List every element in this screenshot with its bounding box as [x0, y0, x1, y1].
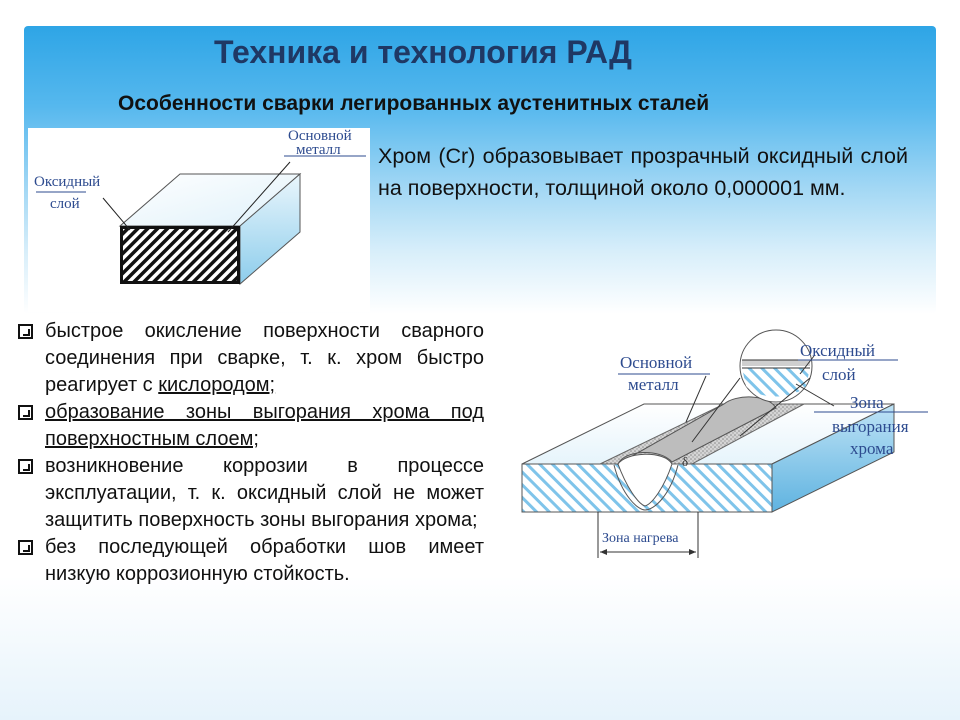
bullet-list: быстрое окисление поверхности сварного с… [16, 318, 484, 588]
weld-seam-diagram: Зона нагрева Основной металл Оксидный сл… [514, 326, 930, 564]
checkbox-bullet-icon [18, 405, 33, 420]
label-base-metal-2: металл [296, 142, 341, 158]
weld-seam-diagram-svg: Зона нагрева Основной металл Оксидный сл… [521, 329, 928, 558]
label-heat-zone: Зона нагрева [602, 531, 679, 546]
checkbox-bullet-icon [18, 324, 33, 339]
label-oxide-2: слой [50, 196, 80, 212]
label-burnout-2: выгорания [832, 417, 909, 436]
weld-penetration [617, 453, 673, 507]
leader-line-oxide [799, 355, 815, 375]
list-item: быстрое окисление поверхности сварного с… [16, 318, 484, 399]
list-item: возникновение коррозии в процессе эксплу… [16, 453, 484, 534]
label-burnout-1: Зона [850, 393, 884, 412]
checkbox-bullet-icon [18, 540, 33, 555]
label-base-metal-1: Основной [288, 128, 352, 144]
label-oxide-2: слой [822, 365, 856, 384]
list-item-text: быстрое окисление поверхности сварного с… [45, 320, 484, 396]
label-oxide-1: Оксидный [34, 174, 100, 190]
chromium-description: Хром (Cr) образовывает прозрачный оксидн… [378, 144, 908, 200]
label-theta: δ [682, 454, 688, 469]
checkbox-bullet-icon [18, 459, 33, 474]
block-front-hatched-face [123, 229, 237, 281]
oxide-layer-diagram: Основной металл Оксидный слой [28, 128, 370, 312]
label-oxide-1: Оксидный [800, 341, 875, 360]
page-subtitle: Особенности сварки легированных аустенит… [118, 92, 710, 115]
page-title: Техника и технология РАД [214, 34, 632, 70]
label-base-metal-2: металл [628, 375, 679, 394]
leader-line-oxide [102, 197, 131, 231]
label-base-metal-1: Основной [620, 353, 692, 372]
list-item-underlined: кислородом; [158, 374, 276, 396]
list-item: образование зоны выгорания хрома под пов… [16, 399, 484, 453]
leader-line-burnout [795, 383, 835, 407]
leader-line-base-metal [685, 375, 707, 423]
label-burnout-3: хрома [850, 439, 894, 458]
list-item: без последующей обработки шов имеет низк… [16, 534, 484, 588]
weld-bead [616, 396, 777, 466]
leader-line-base-metal [227, 161, 291, 233]
list-item-text: без последующей обработки шов имеет низк… [45, 536, 484, 585]
list-item-text: возникновение коррозии в процессе эксплу… [45, 455, 484, 531]
list-item-underlined: образование зоны выгорания хрома под пов… [45, 401, 484, 450]
oxide-layer-diagram-svg: Основной металл Оксидный слой [34, 128, 366, 286]
